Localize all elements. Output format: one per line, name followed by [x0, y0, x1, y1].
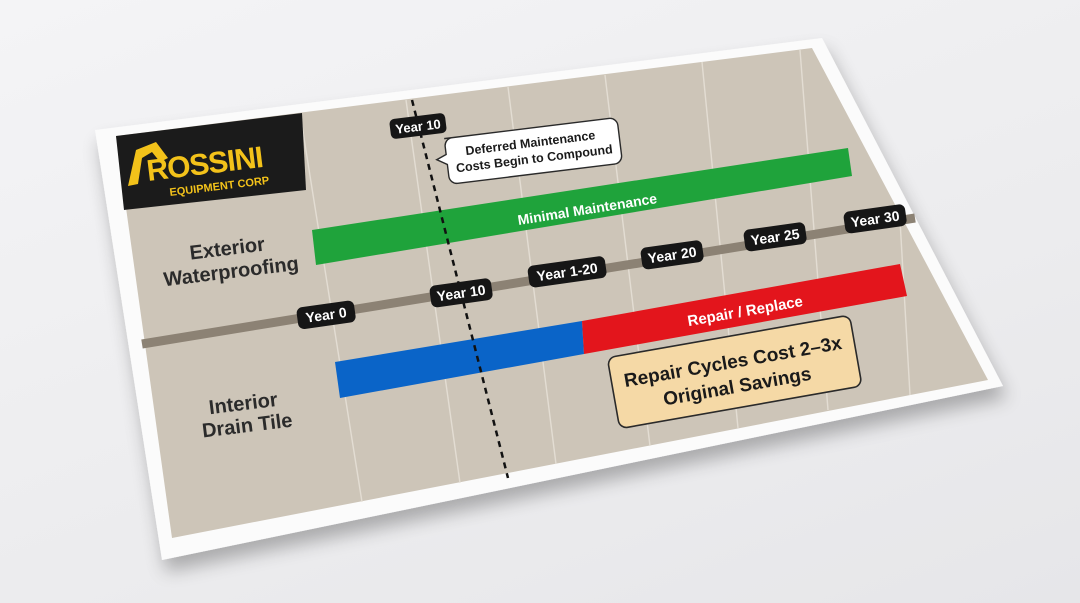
bar-exterior-minimal-maintenance: [312, 148, 852, 265]
timeline-badge-year30: Year 30: [843, 204, 907, 234]
bar-interior-blue: [335, 321, 584, 398]
bar-interior-repair-replace: [582, 264, 907, 354]
timeline-badge-year10: Year 10: [429, 278, 493, 308]
timeline-year30-text: Year 30: [850, 207, 901, 230]
timeline-badge-year0: Year 0: [296, 300, 356, 330]
excavator-icon: [128, 142, 168, 186]
year10-dashed-marker: [410, 99, 510, 479]
timeline-year0-text: Year 0: [305, 304, 348, 326]
timeline-badge-year20: Year 20: [640, 240, 704, 270]
timeline-year10-text: Year 10: [436, 281, 487, 304]
timeline-year25-text: Year 25: [750, 225, 801, 248]
timeline-badge-year25: Year 25: [743, 222, 807, 252]
top-year10-text: Year 10: [395, 116, 442, 136]
company-logo: ROSSINI EQUIPMENT CORP: [116, 113, 306, 210]
top-year10-badge: Year 10: [389, 113, 447, 139]
callout-deferred-maintenance: Deferred Maintenance Costs Begin to Comp…: [435, 117, 623, 185]
timeline-year20-text: Year 20: [647, 243, 698, 266]
